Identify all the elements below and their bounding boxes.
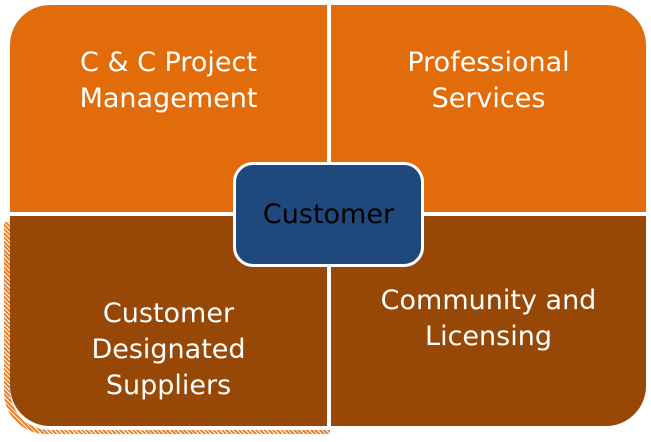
center-label: Customer xyxy=(262,199,395,230)
quadrant-label: Professional Services xyxy=(407,45,569,117)
label-line: Services xyxy=(431,83,546,114)
quadrant-label: Community and Licensing xyxy=(381,283,597,355)
label-line: Community and xyxy=(380,285,597,316)
label-line: C & C Project xyxy=(80,47,257,78)
label-line: Suppliers xyxy=(105,370,232,401)
quadrant-label: C & C Project Management xyxy=(80,45,258,117)
center-customer-box: Customer xyxy=(233,162,424,267)
quadrant-community-licensing: Community and Licensing xyxy=(331,216,646,426)
label-line: Licensing xyxy=(425,321,552,352)
label-line: Customer xyxy=(102,298,235,329)
quadrant-label: Customer Designated Suppliers xyxy=(91,296,245,404)
label-line: Designated xyxy=(91,334,246,365)
label-line: Management xyxy=(79,83,258,114)
label-line: Professional xyxy=(407,47,570,78)
